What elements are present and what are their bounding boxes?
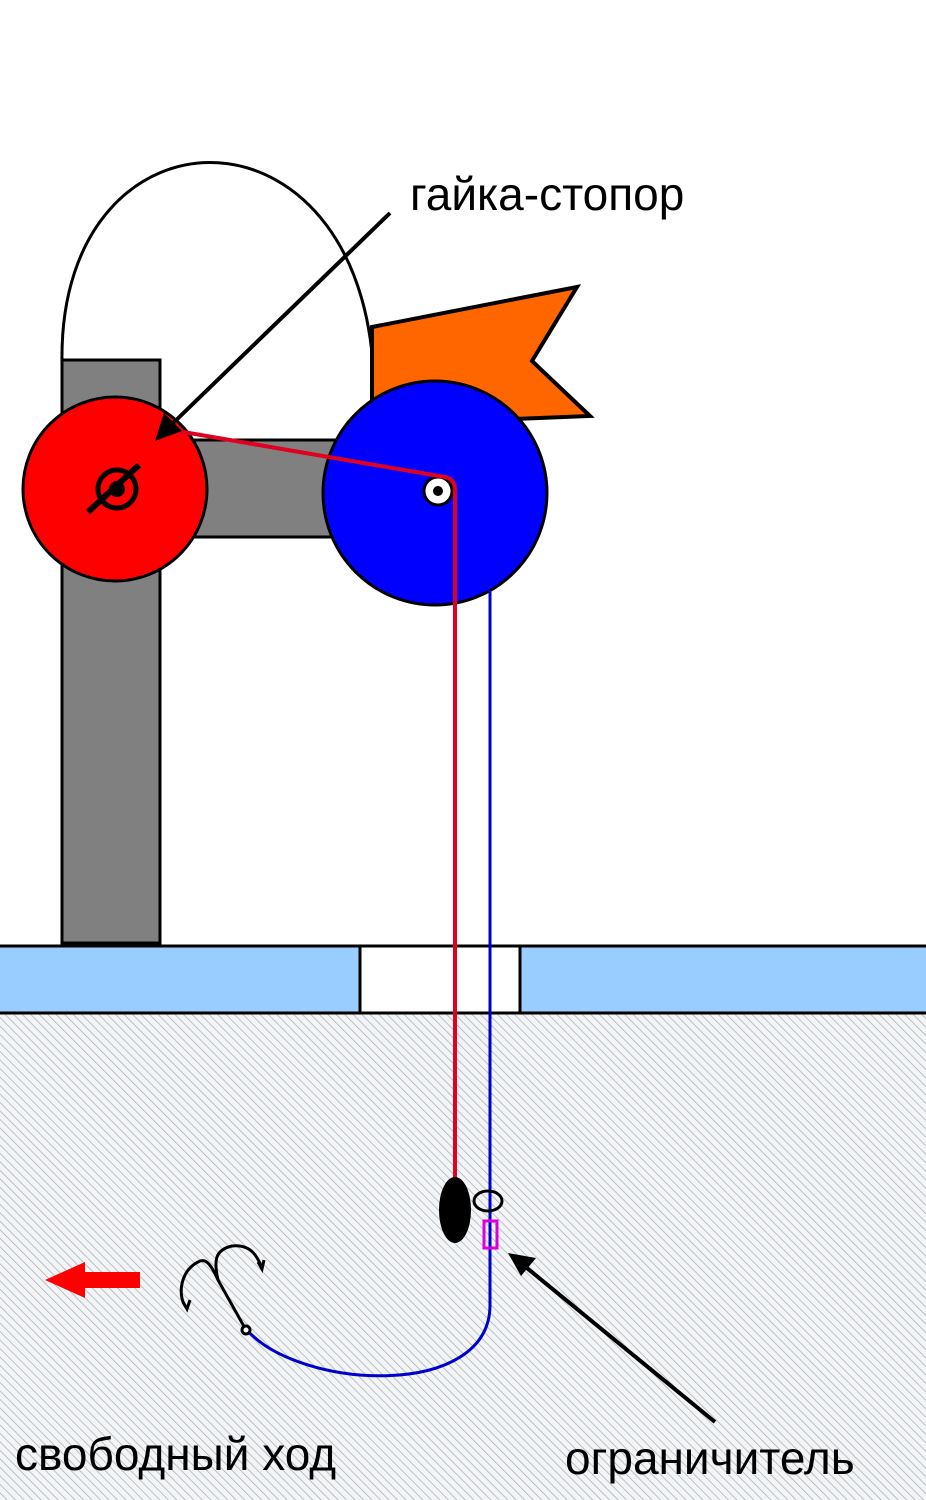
direction-arrow-icon <box>45 1262 140 1298</box>
lock-nut-icon <box>95 467 139 511</box>
label-limiter: ограничитель <box>565 1432 855 1484</box>
ring <box>472 1189 504 1213</box>
lock-nut-disk <box>21 395 209 583</box>
treble-hook-icon <box>179 1244 266 1336</box>
ice-hole <box>358 944 522 1015</box>
blue-line <box>245 590 492 1378</box>
arch-spring <box>60 161 376 401</box>
red-line <box>159 426 457 1178</box>
limiter-stopper <box>482 1219 499 1250</box>
label-free-play: свободный ход <box>15 1428 336 1480</box>
label-lock-nut: гайка-стопор <box>410 168 684 220</box>
water <box>0 1013 926 1500</box>
ice-layer <box>0 944 926 1015</box>
pointer-arrow-limiter <box>508 1253 717 1424</box>
reel-disk <box>321 379 549 607</box>
sinker <box>439 1177 471 1243</box>
pointer-arrow-lock-nut <box>155 211 392 441</box>
